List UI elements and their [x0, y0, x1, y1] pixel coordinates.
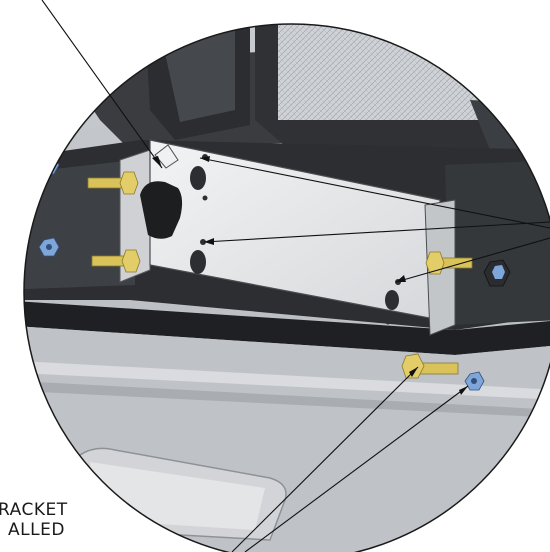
callout-label-line-2: ALLED [8, 520, 65, 540]
leader-arrowhead [200, 156, 210, 162]
floor-panel [24, 325, 550, 552]
leader-arrowhead [152, 156, 162, 168]
hex-nut-icon [38, 237, 60, 257]
leader-arrowhead [459, 386, 468, 395]
leader-line [395, 237, 550, 283]
leader-arrowhead [396, 275, 406, 282]
hex-nut-icon [483, 259, 511, 287]
hex-nut-icon [464, 371, 485, 391]
hex-bolt-icon [425, 251, 473, 275]
leader-line [199, 157, 550, 229]
leader-line [231, 366, 419, 552]
leader-line [203, 221, 550, 243]
leader-line [244, 385, 469, 552]
leader-arrowhead [204, 238, 214, 245]
leader-lines [41, 0, 550, 552]
bracket-slot [190, 250, 206, 274]
bracket-slot [190, 166, 206, 190]
leader-arrowhead [409, 367, 418, 377]
hex-bolt-icon [87, 171, 139, 195]
bracket-hole [202, 279, 208, 285]
leader-line [41, 0, 163, 169]
hex-bolt-icon [401, 353, 459, 379]
callout-label-line-1: RACKET [0, 500, 68, 520]
bracket-slot [385, 290, 399, 310]
hex-bolt-icon [91, 249, 141, 273]
bracket-hole [200, 239, 206, 245]
bracket-hole [202, 195, 208, 201]
detail-circle-outline [23, 23, 550, 552]
bumper-block [140, 181, 183, 239]
bracket-hole [385, 319, 391, 325]
